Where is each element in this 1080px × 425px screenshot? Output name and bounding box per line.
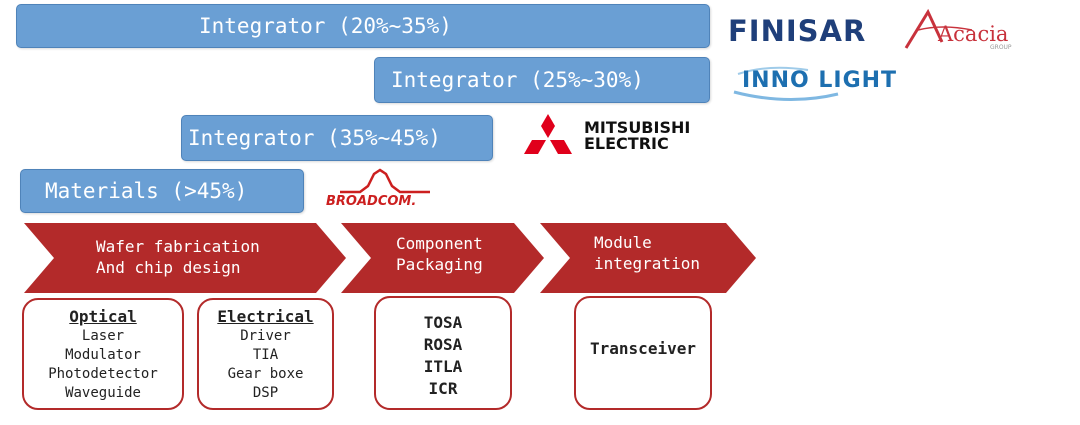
tier-bar-materials: Materials (>45%) [20, 169, 304, 213]
electrical-box: Electrical Driver TIA Gear boxe DSP [197, 298, 334, 410]
electrical-title: Electrical [217, 307, 314, 326]
acacia-swoosh-icon [904, 8, 973, 49]
process-arrows [24, 223, 756, 293]
electrical-item: DSP [252, 385, 279, 401]
component-item: ROSA [423, 335, 463, 354]
optical-title: Optical [69, 307, 137, 326]
chevron-component-packaging [341, 223, 544, 293]
stage-line: Packaging [396, 255, 483, 274]
tier-bar-integrator-top: Integrator (20%~35%) [16, 4, 710, 48]
innolight-swoosh-icon [733, 66, 839, 102]
stage-line: Module [594, 233, 652, 252]
component-item: ITLA [423, 357, 463, 376]
tier-bar-integrator-third: Integrator (35%~45%) [181, 115, 493, 161]
stage-module-integration-label: Module integration [594, 232, 700, 274]
mitsubishi-logo: MITSUBISHI ELECTRIC [516, 110, 706, 160]
electrical-item: Driver [240, 328, 291, 344]
tier-bar-integrator-second: Integrator (25%~30%) [374, 57, 710, 103]
innolight-logo: INNO LIGHT [728, 62, 948, 104]
stage-wafer-fabrication-label: Wafer fabrication And chip design [96, 236, 260, 278]
stage-component-packaging-label: Component Packaging [396, 233, 483, 275]
finisar-logo: FINISAR [728, 14, 866, 48]
mitsubishi-diamonds-icon [524, 114, 572, 154]
stage-line: Wafer fabrication [96, 237, 260, 256]
acacia-logo-text: Acacia [938, 22, 1009, 46]
tier-label: Integrator (35%~45%) [188, 126, 441, 150]
broadcom-logo-text: BROADCOM. [326, 194, 417, 209]
optical-item: Photodetector [48, 366, 158, 382]
tier-label: Materials (>45%) [45, 179, 248, 203]
acacia-logo: Acacia GROUP [902, 8, 1020, 54]
finisar-logo-text: FINISAR [728, 14, 867, 48]
acacia-logo-subtext: GROUP [990, 44, 1012, 51]
chevron-wafer-fabrication [24, 223, 346, 293]
module-box: Transceiver [574, 296, 712, 410]
broadcom-wave-icon [340, 168, 430, 194]
optical-item: Laser [81, 328, 125, 344]
components-box: TOSA ROSA ITLA ICR [374, 296, 512, 410]
innolight-logo-text: INNO LIGHT [742, 68, 898, 93]
electrical-item: Gear boxe [227, 366, 304, 382]
component-item: ICR [428, 379, 458, 398]
optical-item: Modulator [65, 347, 141, 363]
module-item: Transceiver [590, 339, 696, 358]
tier-label: Integrator (20%~35%) [199, 14, 452, 38]
electrical-item: TIA [252, 347, 279, 363]
mitsubishi-logo-line1: MITSUBISHI [584, 118, 691, 137]
tier-label: Integrator (25%~30%) [391, 68, 644, 92]
chevron-module-integration [540, 223, 756, 293]
stage-line: Component [396, 234, 483, 253]
broadcom-logo: BROADCOM. [320, 168, 450, 214]
mitsubishi-logo-line2: ELECTRIC [584, 134, 669, 153]
component-item: TOSA [423, 313, 463, 332]
stage-line: And chip design [96, 258, 241, 277]
optical-item: Waveguide [65, 385, 141, 401]
stage-line: integration [594, 254, 700, 273]
optical-box: Optical Laser Modulator Photodetector Wa… [22, 298, 184, 410]
